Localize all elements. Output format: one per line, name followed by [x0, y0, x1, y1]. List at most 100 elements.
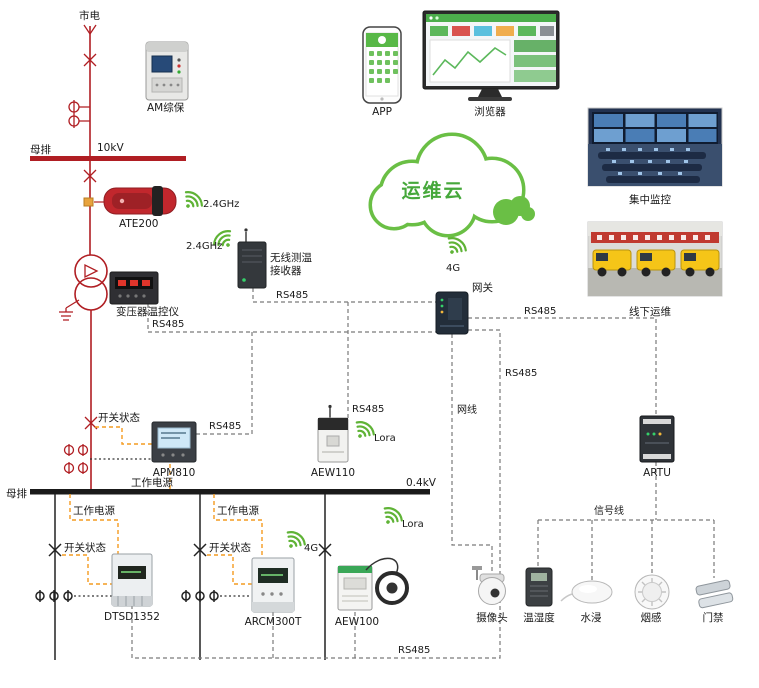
- network-cable-label: 网线: [457, 403, 477, 416]
- central-monitoring-photo: [587, 107, 723, 187]
- smoke-sensor-label: 烟感: [641, 611, 662, 624]
- ct-icon: [68, 100, 90, 128]
- signal-line-sensors: [537, 462, 715, 580]
- field-operation-photo: [587, 221, 723, 297]
- breaker-icon: [193, 543, 207, 557]
- ate200-wifi-icon: [184, 191, 203, 208]
- dtsd1352-device: [111, 553, 153, 607]
- switch-status-label-feeder2: 开关状态: [209, 541, 251, 554]
- signal-line-label: 信号线: [594, 504, 624, 517]
- breaker-icon: [83, 53, 97, 67]
- working-power-line-dtsd: [69, 494, 119, 554]
- rs485-line-apm810: [196, 332, 253, 435]
- temp-humidity-label: 温湿度: [523, 611, 555, 624]
- gateway-4g-label: 4G: [446, 263, 460, 274]
- am-relay-device: [145, 41, 189, 101]
- rs485-line-gateway-feeders: [131, 329, 501, 659]
- rs485-label-aew110: RS485: [352, 404, 384, 415]
- ate200-wifi-label: 2.4GHz: [203, 199, 239, 210]
- switch-status-line-apm810: [95, 426, 152, 445]
- cloud-label: 运维云: [401, 179, 464, 202]
- working-power-line-arcm: [213, 494, 263, 558]
- apm810-device: [151, 421, 197, 463]
- browser-label: 浏览器: [474, 105, 506, 118]
- aew110-device: [317, 404, 349, 463]
- aux-lines: [62, 426, 263, 597]
- ct-icon: [63, 444, 89, 474]
- breaker-icon: [83, 169, 97, 183]
- rs485-label-receiver: RS485: [276, 290, 308, 301]
- ct-icon: [181, 590, 219, 602]
- rs485-label-artu: RS485: [524, 306, 556, 317]
- working-power-label-feeder1: 工作电源: [73, 504, 115, 517]
- door-access-label: 门禁: [703, 611, 724, 624]
- network-cable-line-camera: [451, 334, 493, 572]
- transformer-monitor-label: 变压器温控仪: [116, 305, 179, 318]
- incoming-arrow-icon: [83, 24, 97, 36]
- receiver-wifi-label: 2.4GHz: [186, 241, 222, 252]
- camera-label: 摄像头: [476, 611, 508, 624]
- ct-clamp-cable: [365, 557, 399, 575]
- receiver-wifi-icon: [213, 230, 232, 247]
- app-label: APP: [372, 106, 392, 118]
- app-phone: [362, 26, 402, 104]
- artu-device: [639, 415, 675, 463]
- transformer-symbol: [59, 254, 108, 321]
- busbar-04kv-label: 母排: [6, 487, 27, 500]
- rs485-line-receiver-gateway: [252, 288, 436, 303]
- comm-lines: [131, 288, 715, 659]
- gateway-4g-wifi-icon: [447, 237, 467, 254]
- breaker-icon: [318, 543, 332, 557]
- smoke-sensor-device: [634, 574, 670, 610]
- rs485-line-tempmonitor-gateway: [147, 304, 436, 333]
- aew110-label: AEW110: [311, 467, 355, 479]
- aew100-lora-label: Lora: [402, 519, 424, 530]
- switch-status-line-arcm: [207, 554, 252, 585]
- cloud-shape: [368, 132, 535, 238]
- service-van: [636, 249, 676, 277]
- temp-humidity-device: [525, 567, 553, 607]
- gateway-label: 网关: [472, 281, 493, 294]
- busbar-04kv: [30, 489, 430, 495]
- aew110-lora-wifi-icon: [355, 421, 375, 438]
- rs485-label-apm810: RS485: [209, 421, 241, 432]
- receiver-label-line2: 接收器: [270, 264, 302, 277]
- working-power-label-feeder2: 工作电源: [217, 504, 259, 517]
- rs485-label-tempmonitor: RS485: [152, 319, 184, 330]
- arcm300t-device: [251, 557, 295, 613]
- utility-label: 市电: [79, 9, 100, 22]
- switch-status-line-dtsd: [62, 554, 112, 585]
- apm810-label: APM810: [153, 467, 196, 479]
- wireless-receiver-device: [237, 228, 267, 289]
- aew100-device: [337, 557, 409, 611]
- browser-monitor: [422, 10, 560, 101]
- receiver-label-line1: 无线测温: [270, 251, 312, 264]
- switch-status-label-feeder1: 开关状态: [64, 541, 106, 554]
- ate200-label: ATE200: [119, 218, 158, 230]
- aew100-lora-wifi-icon: [383, 507, 403, 524]
- transformer-monitor-device: [109, 271, 159, 305]
- lv-distribution: [30, 489, 430, 660]
- water-sensor-device: [560, 580, 613, 604]
- cloud-blob: [493, 196, 535, 225]
- arcm300t-label: ARCM300T: [245, 616, 302, 628]
- rs485-label-downlink: RS485: [505, 368, 537, 379]
- am-relay-label: AM综保: [147, 101, 185, 114]
- breaker-icon: [48, 543, 62, 557]
- ct-icon: [35, 590, 73, 602]
- dtsd1352-label: DTSD1352: [104, 611, 160, 623]
- arcm300t-4g-wifi-icon: [286, 531, 306, 548]
- artu-label: ARTU: [643, 467, 671, 479]
- water-sensor-label: 水浸: [581, 612, 602, 624]
- door-access-device: [695, 579, 734, 609]
- ate200-device: [83, 186, 177, 216]
- voltage-04kv-label: 0.4kV: [406, 477, 437, 489]
- arcm300t-4g-label: 4G: [304, 543, 318, 554]
- voltage-10kv-label: 10kV: [97, 142, 124, 154]
- aew110-lora-label: Lora: [374, 433, 396, 444]
- field-operation-label: 线下运维: [629, 305, 671, 318]
- ct-clamp-icon: [375, 571, 409, 605]
- busbar-10kv-label: 母排: [30, 143, 51, 156]
